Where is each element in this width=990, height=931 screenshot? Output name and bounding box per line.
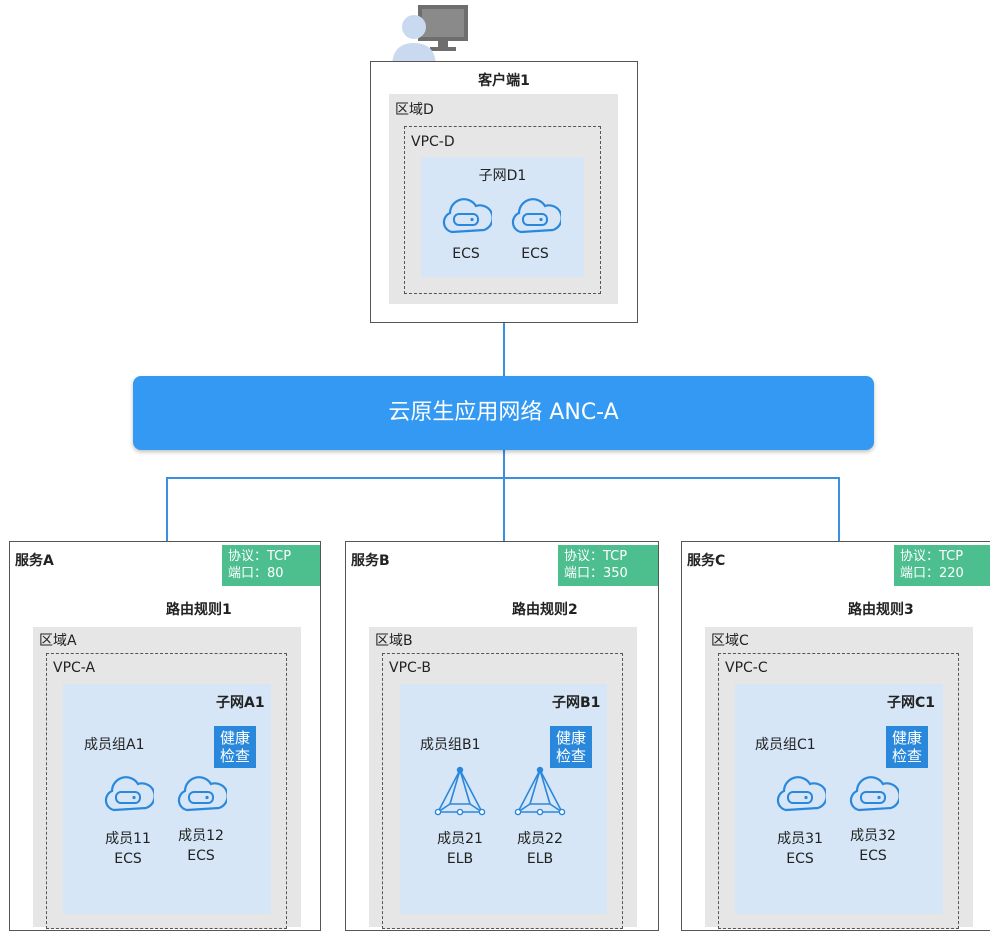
service-a-protocol: 协议：TCP (228, 549, 292, 564)
service-b-health-line2: 检查 (555, 747, 586, 765)
service-b-member1-type: ELB (446, 851, 474, 867)
user-computer-icon (392, 5, 468, 67)
service-b-member1: 成员21 ELB (430, 829, 490, 869)
service-b-member2-name: 成员22 (517, 831, 563, 847)
service-a-tag: 协议：TCP 端口：80 (222, 545, 320, 586)
client-region-label: 区域D (395, 102, 434, 118)
cloud-server-icon (511, 198, 561, 234)
cloud-server-icon (177, 776, 227, 812)
service-a-vpc-label: VPC-A (53, 660, 96, 676)
client-ecs2-label: ECS (521, 246, 549, 262)
service-b-title: 服务B (351, 553, 390, 569)
service-b-subnet (400, 684, 607, 914)
service-b-health-check: 健康 检查 (550, 726, 592, 768)
service-c-tag: 协议：TCP 端口：220 (894, 545, 990, 586)
service-b-health-line1: 健康 (555, 729, 586, 747)
service-b-tag: 协议：TCP 端口：350 (558, 545, 658, 586)
service-c-port: 端口：220 (900, 566, 964, 581)
client-ecs1-label: ECS (452, 246, 480, 262)
service-b-region-label: 区域B (375, 633, 413, 649)
service-a-member2-name: 成员12 (178, 828, 224, 844)
cloud-server-icon (442, 198, 492, 234)
service-a-title: 服务A (15, 553, 54, 569)
client-title: 客户端1 (478, 73, 530, 89)
service-c-group: 成员组C1 (755, 737, 816, 753)
service-c-health-line1: 健康 (891, 729, 922, 747)
client-subnet-label: 子网D1 (478, 168, 527, 184)
cloud-server-icon (849, 776, 899, 812)
service-a-member2: 成员12 ECS (171, 826, 231, 866)
service-b-rule: 路由规则2 (512, 602, 578, 618)
load-balancer-icon (514, 766, 566, 816)
service-c-subnet-label: 子网C1 (887, 695, 936, 711)
service-c-member2-name: 成员32 (850, 828, 896, 844)
service-a-health-line2: 检查 (219, 747, 250, 765)
anc-bar: 云原生应用网络 ANC-A (133, 376, 874, 450)
load-balancer-icon (434, 766, 486, 816)
service-b-port: 端口：350 (564, 566, 628, 581)
service-b-protocol: 协议：TCP (564, 549, 628, 564)
service-a-health-check: 健康 检查 (214, 726, 256, 768)
service-c-health-line2: 检查 (891, 747, 922, 765)
service-a-group: 成员组A1 (84, 737, 145, 753)
service-c-subnet (735, 684, 943, 914)
cloud-server-icon (776, 776, 826, 812)
service-a-port: 端口：80 (228, 566, 284, 581)
service-a-member2-type: ECS (187, 848, 215, 864)
service-b-vpc-label: VPC-B (389, 660, 431, 676)
service-c-region-label: 区域C (711, 633, 749, 649)
service-b-member1-name: 成员21 (437, 831, 483, 847)
service-a-region-label: 区域A (39, 633, 77, 649)
service-b-member2: 成员22 ELB (510, 829, 570, 869)
client-vpc-label: VPC-D (411, 134, 455, 150)
client-subnet (421, 157, 584, 277)
service-b-group: 成员组B1 (420, 737, 481, 753)
service-a-rule: 路由规则1 (166, 602, 232, 618)
service-a-member1-type: ECS (114, 851, 142, 867)
service-c-protocol: 协议：TCP (900, 549, 964, 564)
service-c-title: 服务C (687, 553, 726, 569)
service-a-subnet (63, 684, 271, 914)
service-b-member2-type: ELB (526, 851, 554, 867)
service-c-vpc-label: VPC-C (725, 660, 768, 676)
service-c-rule: 路由规则3 (848, 602, 914, 618)
service-b-subnet-label: 子网B1 (552, 695, 601, 711)
service-c-member2: 成员32 ECS (843, 826, 903, 866)
service-c-member1-type: ECS (786, 851, 814, 867)
service-c-health-check: 健康 检查 (886, 726, 928, 768)
service-a-member1: 成员11 ECS (98, 829, 158, 869)
service-c-member1: 成员31 ECS (770, 829, 830, 869)
service-c-member2-type: ECS (859, 848, 887, 864)
cloud-server-icon (104, 776, 154, 812)
service-c-member1-name: 成员31 (777, 831, 823, 847)
service-a-member1-name: 成员11 (105, 831, 151, 847)
service-a-health-line1: 健康 (219, 729, 250, 747)
service-a-subnet-label: 子网A1 (216, 695, 265, 711)
